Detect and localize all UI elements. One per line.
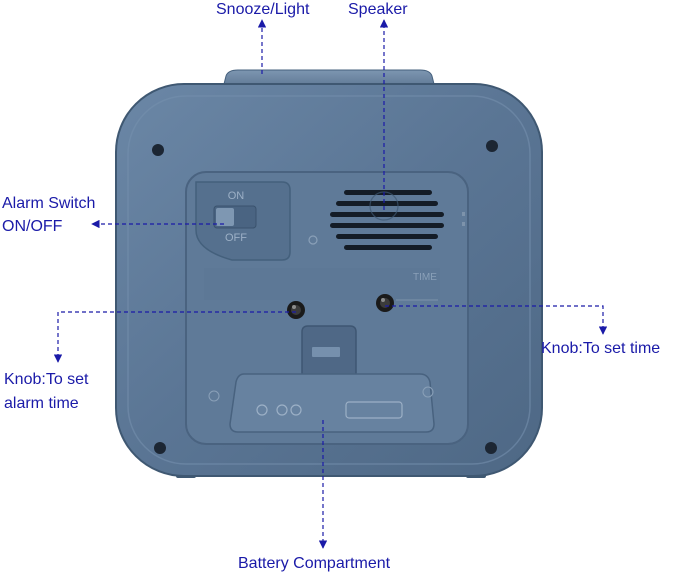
switch-off-mark: OFF (225, 232, 247, 244)
battery-minus-symbol (422, 386, 434, 398)
bin-symbol (256, 404, 268, 416)
speaker-slot (344, 245, 432, 250)
knob-time-label: Knob:To set time (541, 340, 661, 357)
speaker-grille (330, 190, 444, 250)
battery-compartment-label: Battery Compartment (238, 555, 391, 572)
battery-latch (345, 401, 403, 419)
knob-alarm-arrow (53, 311, 296, 363)
knob-alarm-label-line2: alarm time (4, 395, 79, 412)
speaker-slot (336, 234, 438, 239)
knob-time-arrow (385, 305, 608, 335)
screw-top-right (486, 140, 498, 152)
time-mark: TIME (413, 272, 437, 283)
center-symbol (308, 235, 318, 245)
side-mark (462, 222, 465, 226)
speaker-slot (330, 223, 444, 228)
alarm-time-knob (287, 301, 305, 319)
knob-alarm-label-line1: Knob:To set (4, 371, 89, 388)
clock-body-rim (127, 95, 531, 465)
ce-symbol-e (290, 404, 302, 416)
battery-plus-symbol (208, 390, 220, 402)
screw-top-left (152, 144, 164, 156)
snooze-light-label: Snooze/Light (216, 1, 310, 18)
knob-recess (204, 268, 440, 300)
battery-compartment-cover (229, 373, 435, 433)
speaker-label: Speaker (348, 1, 408, 18)
ce-symbol-c (276, 404, 288, 416)
speaker-slot (330, 212, 444, 217)
stand-tab (312, 347, 340, 357)
time-set-knob (376, 294, 394, 312)
screw-bottom-right (485, 442, 497, 454)
alarm-switch-label-line2: ON/OFF (2, 218, 63, 235)
side-mark (462, 212, 465, 216)
alarm-switch-label-line1: Alarm Switch (2, 195, 96, 212)
alarm-switch-knob (216, 208, 234, 226)
time-knob-shine (381, 298, 385, 302)
speaker-slot (336, 201, 438, 206)
alarm-knob-shine (292, 305, 296, 309)
screw-bottom-left (154, 442, 166, 454)
switch-on-mark: ON (228, 190, 245, 202)
